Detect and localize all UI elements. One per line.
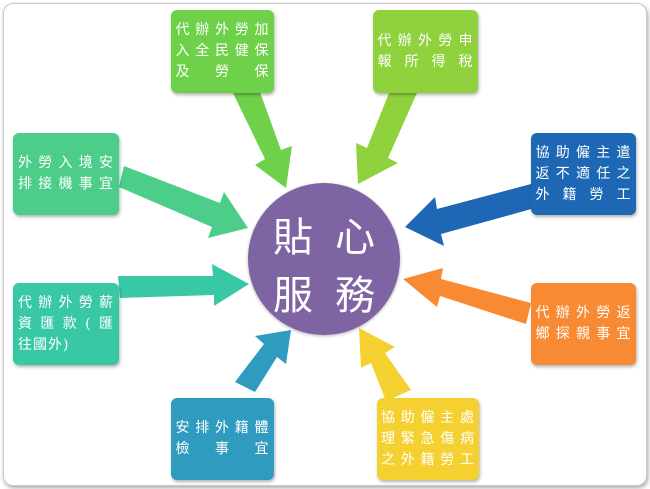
box-entry-arrangement: 外勞入境安 排接機事宜 (13, 133, 119, 215)
center-title-line2: 服務 (273, 273, 397, 319)
box-unfit-repatriation-line2: 返不適任之 (535, 165, 632, 182)
box-emergency-injury-line2: 理緊急傷病 (381, 430, 475, 447)
box-tax-filing: 代辦外勞申 報所得稅 (373, 10, 478, 93)
box-health-insurance: 代辦外勞加 入全民健保 及 勞 保 (171, 10, 274, 93)
box-unfit-repatriation: 協助僱主遣 返不適任之 外籍勞工 (531, 133, 636, 215)
box-health-insurance-line1: 代辦外勞加 (175, 22, 270, 38)
box-emergency-injury-line1: 協助僱主處 (381, 409, 475, 426)
box-tax-filing-line1: 代辦外勞申 (377, 32, 474, 49)
box-emergency-injury: 協助僱主處 理緊急傷病 之外籍勞工 (377, 398, 479, 480)
box-emergency-injury-line3: 之外籍勞工 (381, 451, 475, 468)
arrow-remittance (118, 264, 249, 306)
box-remittance: 代辦外勞薪 資匯款(匯 往國外) (13, 283, 119, 365)
box-health-check-line2: 檢 事 宜 (175, 441, 270, 457)
box-home-visit: 代辦外勞返 鄉探親事宜 (531, 283, 636, 365)
box-unfit-repatriation-line1: 協助僱主遣 (535, 144, 632, 161)
box-unfit-repatriation-line3: 外籍勞工 (535, 186, 632, 203)
arrow-entry-arrangement (119, 166, 248, 238)
box-health-insurance-line2: 入全民健保 (175, 43, 270, 59)
box-home-visit-line2: 鄉探親事宜 (535, 326, 632, 342)
box-tax-filing-line2: 報所得稅 (377, 53, 474, 70)
box-health-insurance-line3: 及 勞 保 (175, 64, 270, 80)
arrow-home-visit (403, 268, 531, 324)
box-health-check-line1: 安排外籍體 (175, 420, 270, 436)
box-remittance-line1: 代辦外勞薪 (18, 294, 114, 311)
box-entry-arrangement-line1: 外勞入境安 (18, 155, 114, 171)
box-health-check: 安排外籍體 檢 事 宜 (171, 398, 274, 480)
box-remittance-line3: 往國外) (18, 336, 70, 353)
box-home-visit-line1: 代辦外勞返 (535, 305, 632, 321)
box-entry-arrangement-line2: 排接機事宜 (18, 176, 114, 192)
arrow-tax-filing (356, 83, 417, 184)
center-circle: 貼心 服務 (248, 183, 400, 335)
arrow-emergency-injury (359, 328, 411, 401)
box-remittance-line2: 資匯款(匯 (18, 315, 114, 332)
arrow-health-check (235, 330, 291, 392)
center-title-line1: 貼心 (273, 215, 397, 261)
arrow-unfit-repatriation (405, 184, 535, 246)
arrow-health-insurance (232, 81, 292, 188)
